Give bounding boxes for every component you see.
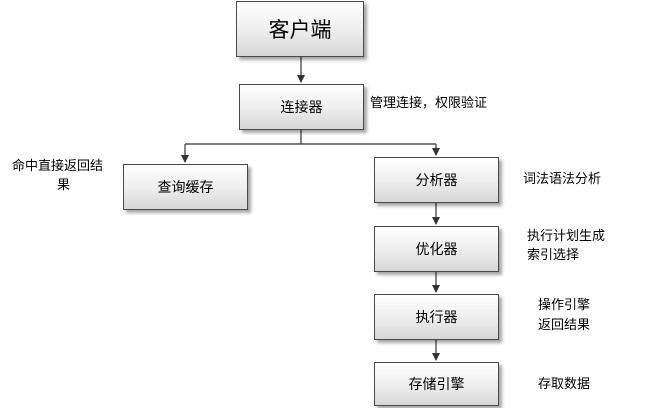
storage-engine-label: 存储引擎 bbox=[408, 377, 465, 393]
connector-box: 连接器 bbox=[239, 84, 364, 130]
optimizer-label: 优化器 bbox=[415, 242, 458, 258]
connector-label: 连接器 bbox=[280, 100, 323, 116]
executor-note-line2: 返回结果 bbox=[538, 318, 591, 333]
executor-label: 执行器 bbox=[415, 310, 458, 326]
storage-engine-note: 存取数据 bbox=[538, 377, 591, 392]
optimizer-box: 优化器 bbox=[374, 226, 499, 272]
executor-box: 执行器 bbox=[374, 294, 499, 340]
client-label: 客户端 bbox=[268, 18, 332, 42]
analyzer-note: 词法语法分析 bbox=[523, 172, 602, 187]
analyzer-label: 分析器 bbox=[415, 173, 458, 189]
query-cache-box: 查询缓存 bbox=[123, 164, 248, 210]
cache-hit-note-line1: 命中直接返回结 bbox=[12, 159, 104, 174]
optimizer-note-line2: 索引选择 bbox=[527, 248, 580, 263]
optimizer-note-line1: 执行计划生成 bbox=[527, 229, 606, 244]
connector-note: 管理连接，权限验证 bbox=[370, 96, 488, 111]
query-cache-label: 查询缓存 bbox=[157, 180, 214, 196]
client-box: 客户端 bbox=[236, 1, 364, 57]
storage-engine-box: 存储引擎 bbox=[374, 362, 499, 406]
executor-note-line1: 操作引擎 bbox=[538, 298, 591, 313]
cache-hit-note-line2: 果 bbox=[57, 178, 71, 193]
analyzer-box: 分析器 bbox=[374, 157, 499, 203]
